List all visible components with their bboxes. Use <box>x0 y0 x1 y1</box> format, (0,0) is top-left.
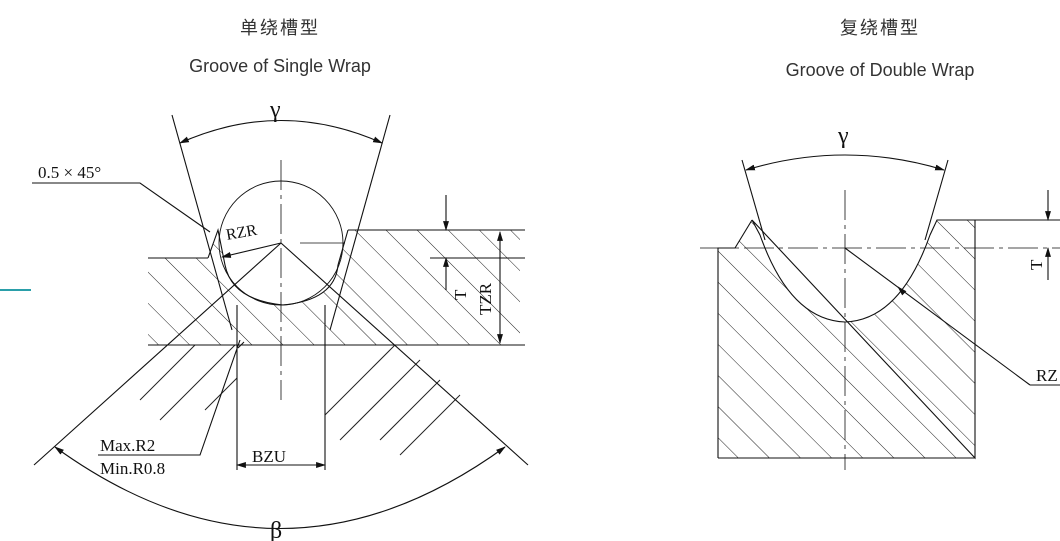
double-wrap-title-en: Groove of Double Wrap <box>785 60 975 80</box>
double-t-label: T <box>1027 259 1046 270</box>
single-wrap-title-zh: 单绕槽型 <box>240 18 320 38</box>
accent-line <box>0 289 31 291</box>
single-gamma-label: γ <box>269 97 281 123</box>
chamfer-label: 0.5 × 45° <box>38 163 101 182</box>
tzr-label: TZR <box>476 282 495 315</box>
single-t-label: T <box>451 289 470 300</box>
single-wrap-hatch <box>148 230 520 345</box>
beta-label: β <box>270 518 282 541</box>
double-wrap-title-zh: 复绕槽型 <box>840 18 920 38</box>
rzr-label: RZR <box>225 222 259 244</box>
single-wrap-title-en: Groove of Single Wrap <box>189 56 371 76</box>
min-radius-label: Min.R0.8 <box>100 459 165 478</box>
single-wrap-lower-hatch <box>139 344 461 456</box>
double-gamma-label: γ <box>837 123 849 149</box>
double-wrap-diagram <box>700 154 1060 470</box>
rz-label: RZ <box>1036 366 1058 385</box>
max-radius-label: Max.R2 <box>100 436 155 455</box>
bzu-label: BZU <box>252 447 286 466</box>
single-wrap-diagram <box>32 114 529 529</box>
